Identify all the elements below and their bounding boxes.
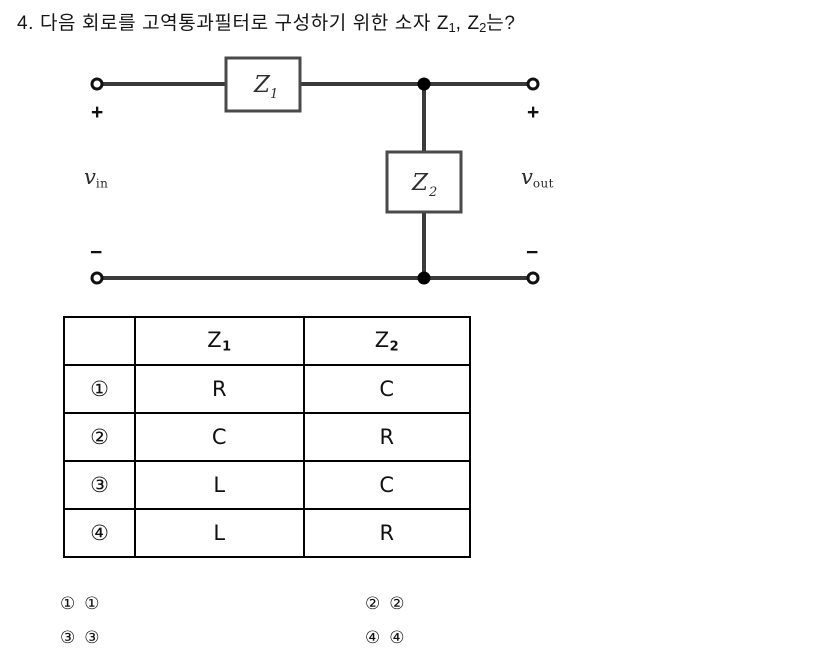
- answer-choice-4[interactable]: ④④: [365, 628, 414, 648]
- label-v-in: vin: [84, 165, 109, 191]
- table-header-blank: [63, 316, 136, 366]
- row-4-z1-value: L: [134, 508, 305, 558]
- question-number: 4.: [17, 13, 35, 34]
- options-table: Z1 Z2 ① R C ② C R ③ L C ④ L R: [63, 316, 471, 558]
- row-4-z2-value: R: [303, 508, 471, 558]
- row-marker-2: ②: [63, 412, 136, 462]
- component-z1-sublabel: 1: [270, 87, 278, 102]
- table-header-z1: Z1: [134, 316, 305, 366]
- junction-node-bottom: [417, 271, 431, 285]
- component-z2-box: [385, 150, 463, 214]
- table-header-z2: Z2: [303, 316, 471, 366]
- row-2-z1-value: C: [134, 412, 305, 462]
- junction-node-top: [417, 77, 431, 91]
- question-prompt: 4. 다음 회로를 고역통과필터로 구성하기 위한 소자 Z1, Z2는?: [17, 11, 516, 41]
- question-body: 다음 회로를 고역통과필터로 구성하기 위한 소자: [39, 13, 431, 34]
- row-2-z2-value: R: [303, 412, 471, 462]
- component-z2-sublabel: 2: [428, 185, 437, 200]
- answer-choice-3[interactable]: ③③: [60, 628, 109, 648]
- component-z1-box: [224, 56, 302, 113]
- circuit-svg: Z 1 Z 2: [90, 56, 540, 285]
- row-1-z1-value: R: [134, 364, 305, 414]
- answer-choice-2[interactable]: ②②: [365, 594, 414, 614]
- question-var-z1: Z1: [436, 13, 456, 35]
- question-suffix: 는?: [486, 13, 516, 34]
- terminal-output-positive: [526, 77, 540, 91]
- table-header-row: Z1 Z2: [63, 316, 471, 366]
- polarity-plus-output: +: [527, 101, 540, 124]
- row-3-z2-value: C: [303, 460, 471, 510]
- table-row[interactable]: ② C R: [63, 412, 471, 462]
- row-3-z1-value: L: [134, 460, 305, 510]
- row-marker-4: ④: [63, 508, 136, 558]
- component-z2-label: Z: [411, 170, 429, 196]
- component-z1-label: Z: [253, 72, 271, 98]
- question-separator: ,: [455, 13, 462, 34]
- polarity-minus-input: −: [90, 241, 103, 264]
- answer-choice-1[interactable]: ①①: [60, 594, 109, 614]
- answer-choice-list: ①① ②② ③③ ④④: [60, 594, 520, 662]
- label-v-out: vout: [521, 165, 554, 191]
- question-var-z2: Z2: [467, 13, 487, 35]
- terminal-input-positive: [90, 77, 104, 91]
- polarity-plus-input: +: [91, 101, 104, 124]
- answer-row-2: ③③ ④④: [60, 628, 520, 662]
- table-row[interactable]: ④ L R: [63, 508, 471, 558]
- answer-row-1: ①① ②②: [60, 594, 520, 628]
- terminal-input-negative: [90, 271, 104, 285]
- row-1-z2-value: C: [303, 364, 471, 414]
- table-row[interactable]: ③ L C: [63, 460, 471, 510]
- terminal-output-negative: [526, 271, 540, 285]
- polarity-minus-output: −: [526, 241, 539, 264]
- row-marker-3: ③: [63, 460, 136, 510]
- circuit-diagram: Z 1 Z 2 + + − − vin vout: [0, 50, 620, 310]
- row-marker-1: ①: [63, 364, 136, 414]
- table-row[interactable]: ① R C: [63, 364, 471, 414]
